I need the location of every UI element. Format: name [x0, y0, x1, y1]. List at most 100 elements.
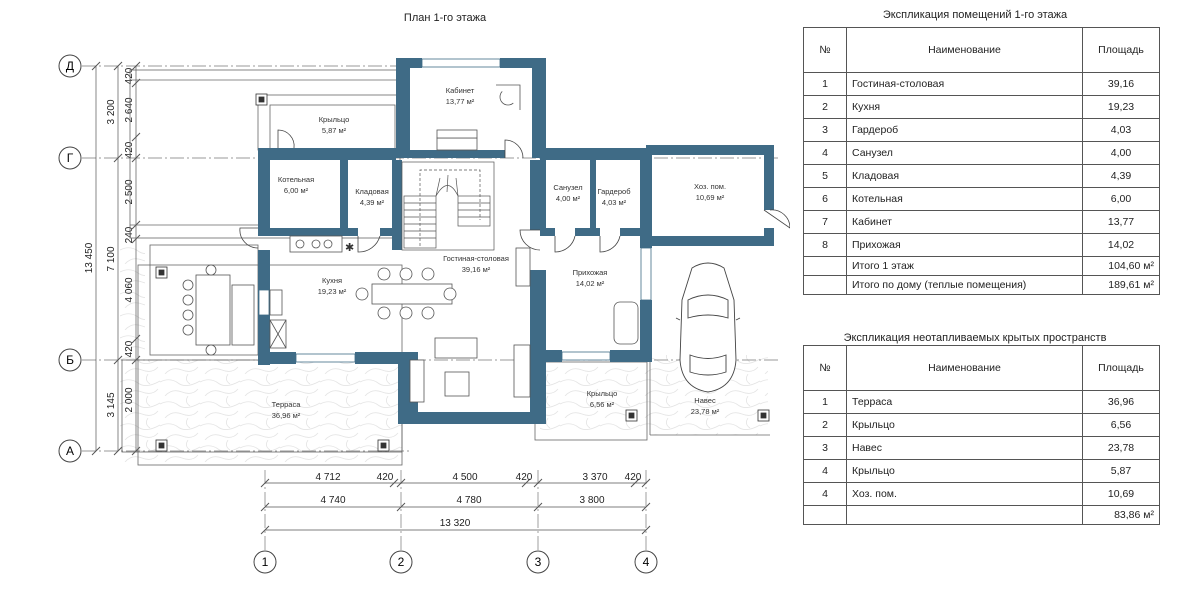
doors	[239, 129, 790, 253]
row-name: Кладовая	[846, 164, 1083, 188]
row-name: Терраса	[846, 390, 1083, 414]
row-number: 7	[803, 210, 847, 234]
row-number: 4	[803, 482, 847, 506]
room-kladovaya-name: Кладовая	[355, 187, 389, 196]
dim-bottom-r3: 13 320	[440, 518, 471, 529]
post	[255, 93, 268, 106]
row-area: 4,03	[1082, 118, 1160, 142]
table2-title: Экспликация неотапливаемых крытых простр…	[843, 332, 1107, 344]
row-number: 3	[803, 118, 847, 142]
room-terrasa-area: 36,96 м²	[272, 411, 301, 420]
row-area: 4,00	[1082, 141, 1160, 165]
row-name: Гардероб	[846, 118, 1083, 142]
header-number: №	[803, 27, 847, 73]
post	[757, 409, 770, 422]
dim-left-mid-1: 3 200	[106, 99, 117, 124]
plan-title: План 1-го этажа	[403, 12, 487, 24]
row-name: Прихожая	[846, 233, 1083, 257]
dim-bottom-r1-5: 3 370	[582, 472, 607, 483]
walls	[258, 58, 774, 424]
column-posts	[155, 93, 770, 452]
hood-symbol-icon: ✱	[345, 242, 354, 254]
dim-bottom-r2-1: 4 740	[320, 495, 345, 506]
row-number: 4	[803, 459, 847, 483]
row-name: Котельная	[846, 187, 1083, 211]
row-name: Навес	[846, 436, 1083, 460]
axis-label-2: 2	[398, 555, 405, 569]
axis-bubble-A: А	[58, 439, 82, 463]
room-prihozhaya-name: Прихожая	[573, 268, 608, 277]
post	[155, 266, 168, 279]
row-area: 189,61 м²	[1082, 275, 1160, 295]
room-kuhnya-area: 19,23 м²	[318, 287, 347, 296]
room-sanuzel-area: 4,00 м²	[556, 194, 581, 203]
axis-bubble-G: Г	[58, 146, 82, 170]
axis-bubble-D: Д	[58, 54, 82, 78]
dim-left-inner-3: 420	[124, 141, 135, 158]
axis-bubble-2: 2	[389, 550, 413, 574]
row-name: Итого 1 этаж	[846, 256, 1083, 276]
axis-bubble-4: 4	[634, 550, 658, 574]
row-number: 2	[803, 95, 847, 119]
axis-label-G: Г	[67, 151, 74, 165]
room-kotelnaya-area: 6,00 м²	[284, 186, 309, 195]
floor-plan: Д Г Б А 1 2 3 4 13 450 3 200 7 100 3 145…	[58, 54, 790, 574]
header-area: Площадь	[1082, 27, 1160, 73]
row-area: 6,56	[1082, 413, 1160, 437]
table-header-row: № Наименование Площадь	[803, 27, 1160, 73]
row-number: 3	[803, 436, 847, 460]
car-icon	[675, 262, 741, 393]
dim-left-mid-3: 3 145	[106, 392, 117, 417]
row-area: 23,78	[1082, 436, 1160, 460]
dim-bottom-r2-2: 4 780	[456, 495, 481, 506]
table-header-row: № Наименование Площадь	[803, 345, 1160, 391]
row-number	[803, 275, 847, 295]
table1-title: Экспликация помещений 1-го этажа	[882, 9, 1068, 21]
dim-left-mid-2: 7 100	[106, 246, 117, 271]
room-naves-area: 23,78 м²	[691, 407, 720, 416]
row-name: Гостиная-столовая	[846, 72, 1083, 96]
header-area: Площадь	[1082, 345, 1160, 391]
room-terrasa-name: Терраса	[272, 400, 302, 409]
row-number: 6	[803, 187, 847, 211]
row-area: 104,60 м²	[1082, 256, 1160, 276]
axis-label-1: 1	[262, 555, 269, 569]
row-number: 1	[803, 72, 847, 96]
row-name: Кабинет	[846, 210, 1083, 234]
room-krylco-top-name: Крыльцо	[319, 115, 350, 124]
row-area: 6,00	[1082, 187, 1160, 211]
dim-left-inner-8: 2 000	[124, 387, 135, 412]
axis-label-D: Д	[66, 59, 74, 73]
furniture	[182, 84, 639, 403]
dim-left-outer: 13 450	[84, 242, 95, 273]
row-name: Итого по дому (теплые помещения)	[846, 275, 1083, 295]
dim-left-inner-5: 240	[124, 226, 135, 243]
row-number	[803, 256, 847, 276]
room-kabinet-area: 13,77 м²	[446, 97, 475, 106]
row-name: Крыльцо	[846, 413, 1083, 437]
room-garderob-name: Гардероб	[598, 187, 631, 196]
room-krylco-top-area: 5,87 м²	[322, 126, 347, 135]
dim-bottom-r1-2: 420	[377, 472, 394, 483]
row-name: Хоз. пом.	[846, 482, 1083, 506]
bottom-dimension-lines	[260, 478, 651, 535]
header-name: Наименование	[846, 27, 1083, 73]
row-number: 1	[803, 390, 847, 414]
row-area: 83,86 м²	[1082, 505, 1160, 525]
axis-label-A: А	[66, 444, 74, 458]
axis-bubble-3: 3	[526, 550, 550, 574]
left-dimension-lines	[91, 61, 141, 456]
row-area: 4,39	[1082, 164, 1160, 188]
dim-bottom-r1-1: 4 712	[315, 472, 340, 483]
row-area: 5,87	[1082, 459, 1160, 483]
room-gostinaya-area: 39,16 м²	[462, 265, 491, 274]
row-number: 8	[803, 233, 847, 257]
row-area: 10,69	[1082, 482, 1160, 506]
terrace-paving-left	[120, 240, 145, 362]
